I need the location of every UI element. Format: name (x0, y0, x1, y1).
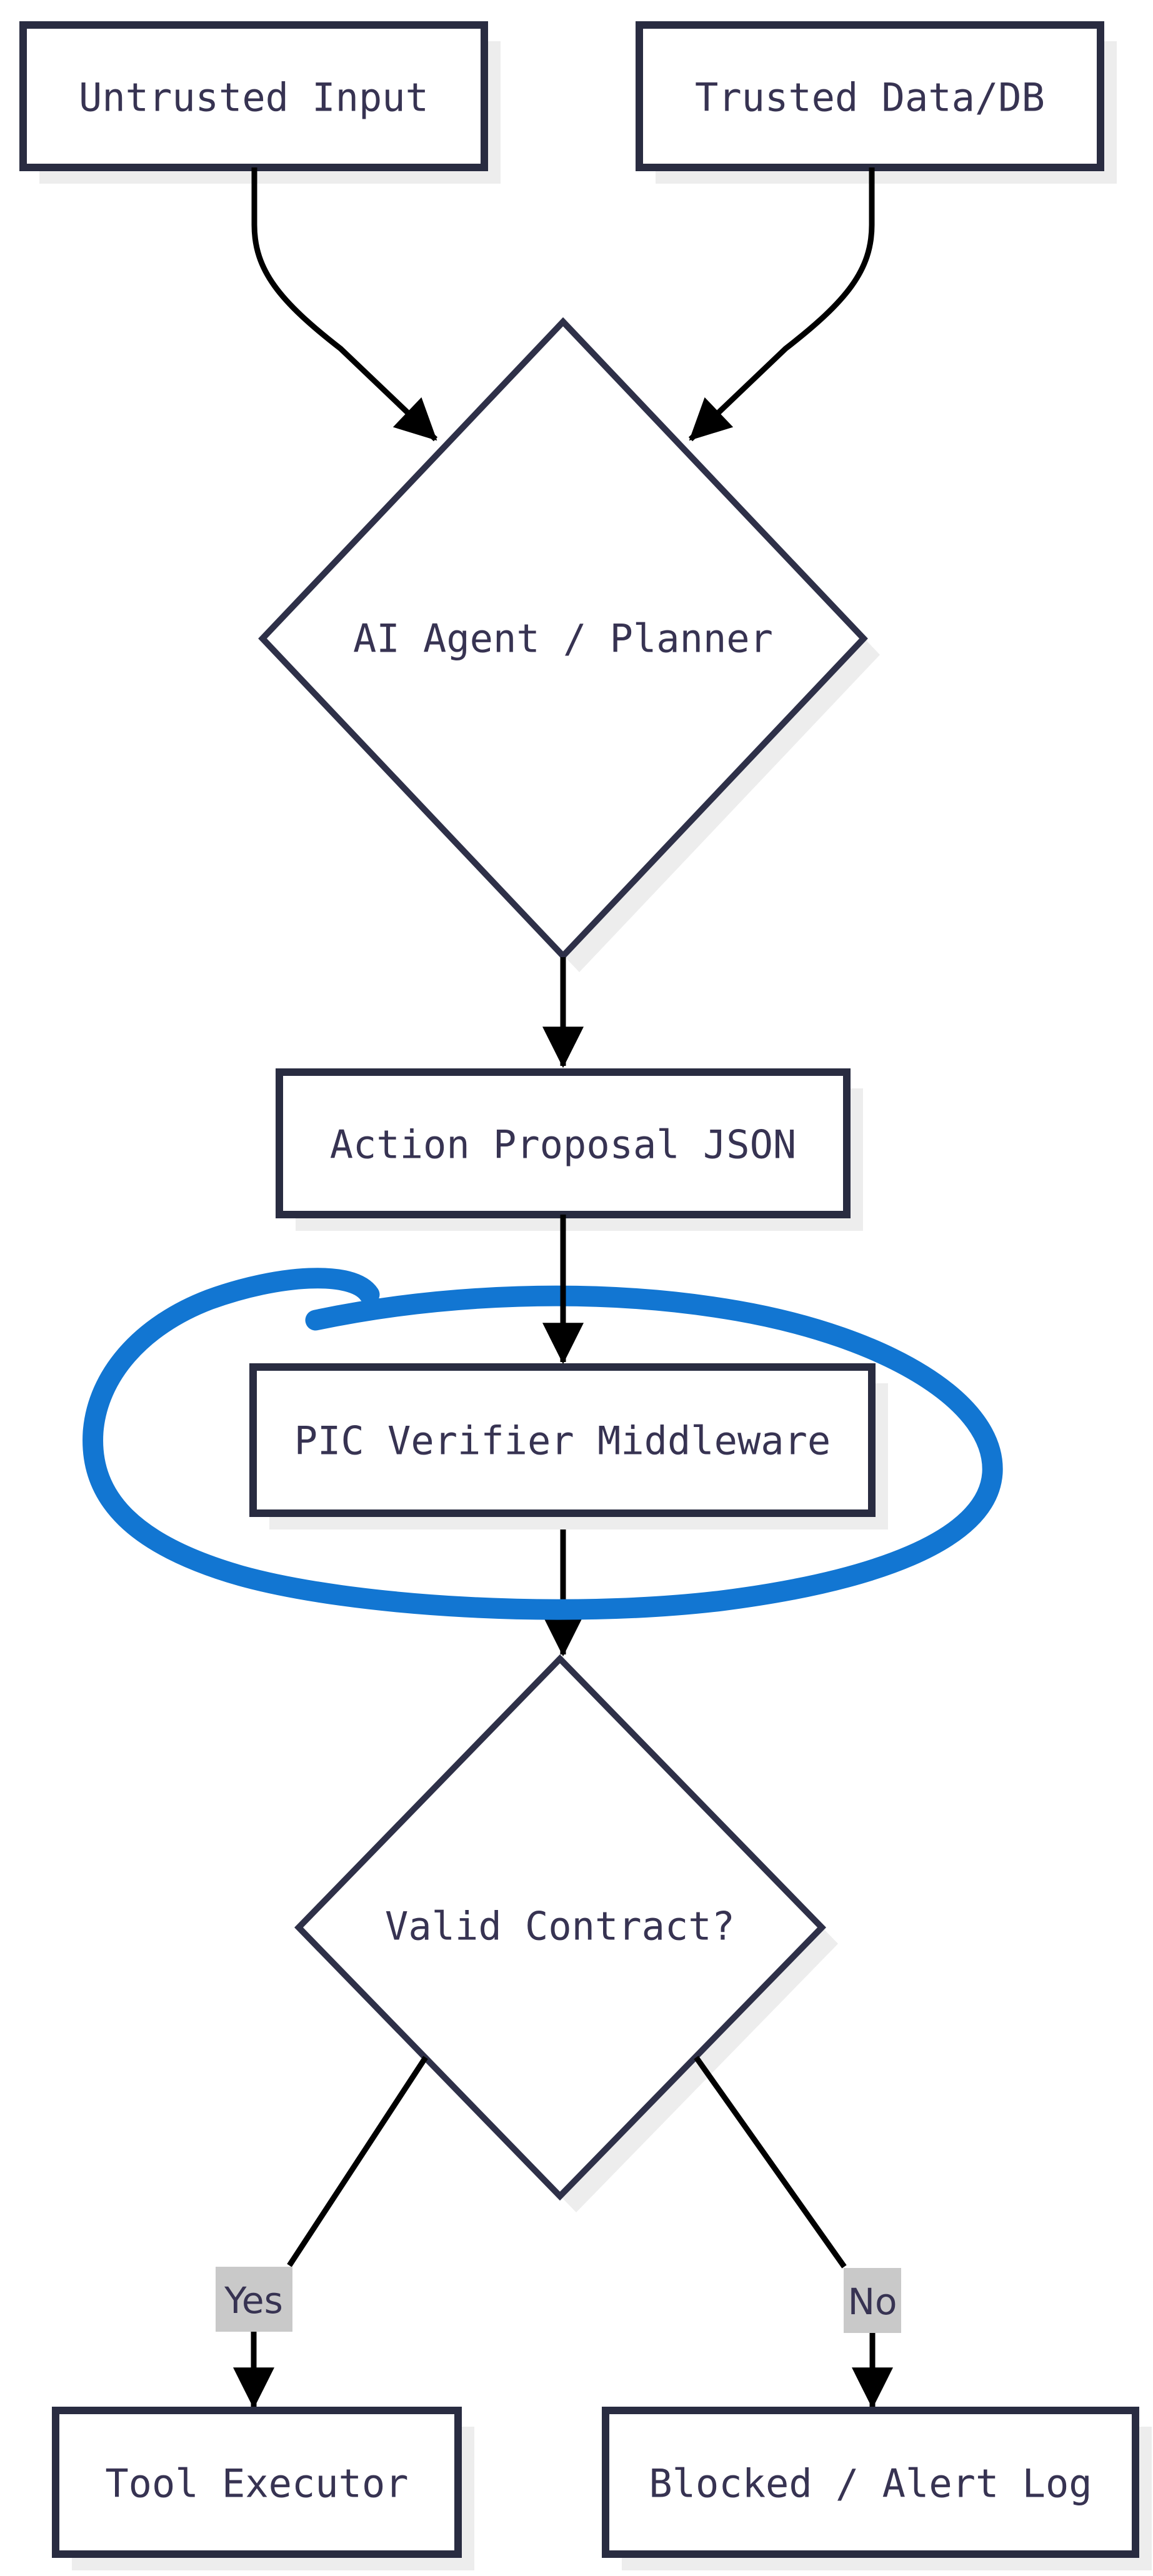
edge-valid-to-tool: Yes (216, 2056, 428, 2409)
node-action-proposal-json: Action Proposal JSON (276, 1068, 863, 1231)
node-box (249, 1363, 876, 1517)
node-label-pic-verifier-middleware: PIC Verifier Middleware (294, 1418, 831, 1464)
node-label-action-proposal-json: Action Proposal JSON (330, 1122, 797, 1168)
blue-circle-annotation (82, 1268, 1003, 1620)
node-diamond (294, 1654, 826, 2201)
node-label-tool-executor: Tool Executor (105, 2461, 408, 2507)
edge-label-yes: Yes (224, 2279, 283, 2322)
node-label-trusted-data-db: Trusted Data/DB (695, 75, 1045, 121)
node-untrusted-input: Untrusted Input (19, 21, 501, 184)
node-tool-executor: Tool Executor (52, 2407, 474, 2570)
node-box (52, 2407, 462, 2558)
node-ai-agent-planner: AI Agent / Planner (258, 317, 880, 972)
node-label-blocked-alert-log: Blocked / Alert Log (649, 2461, 1092, 2507)
node-trusted-data-db: Trusted Data/DB (636, 21, 1117, 184)
node-label-ai-agent-planner: AI Agent / Planner (353, 616, 773, 662)
edge-label-no: No (848, 2280, 897, 2323)
edge-trusted-to-agent (688, 167, 875, 442)
node-label-valid-contract: Valid Contract? (385, 1904, 735, 1949)
node-blocked-alert-log: Blocked / Alert Log (602, 2407, 1152, 2570)
node-label-untrusted-input: Untrusted Input (79, 75, 429, 121)
edge-valid-to-blocked: No (694, 2056, 901, 2409)
edge-label-yes-bg (216, 2267, 292, 2332)
node-box (636, 21, 1104, 171)
node-box (19, 21, 488, 171)
edge-untrusted-to-agent (251, 167, 438, 442)
edge-label-no-bg (844, 2268, 901, 2333)
node-box (602, 2407, 1139, 2558)
node-box (276, 1068, 851, 1218)
node-pic-verifier-middleware: PIC Verifier Middleware (249, 1363, 888, 1529)
node-diamond (258, 317, 868, 961)
edge-line (287, 2056, 428, 2267)
edge-line (694, 2056, 847, 2269)
node-valid-contract: Valid Contract? (294, 1654, 838, 2212)
